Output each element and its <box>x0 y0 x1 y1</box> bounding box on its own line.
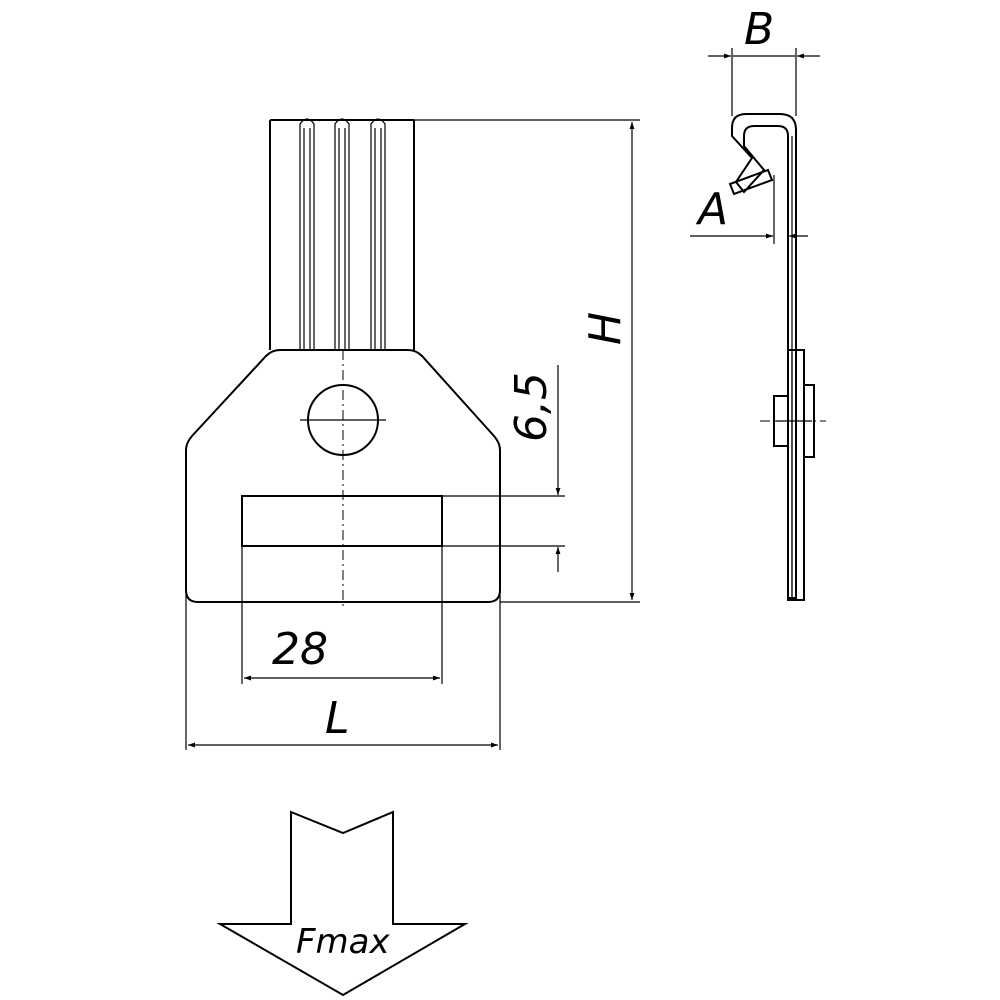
rib-center <box>334 118 350 350</box>
front-view <box>185 118 501 608</box>
dimension-label-slot-width: 28 <box>272 624 328 675</box>
side-view <box>728 113 826 601</box>
dimension-slot-height: 6,5 <box>442 365 565 572</box>
dimension-label-b: B <box>744 4 774 55</box>
upper-strip <box>269 118 415 350</box>
dimension-label-l: L <box>325 693 350 744</box>
dimension-label-slot-height: 6,5 <box>506 372 557 442</box>
dimension-label-h: H <box>580 312 631 345</box>
force-label: Fmax <box>296 922 391 962</box>
dimension-gap: A <box>690 175 808 244</box>
rib-left <box>299 118 315 350</box>
slot <box>241 495 443 547</box>
dimension-height: H <box>414 119 640 603</box>
rib-right <box>370 118 386 350</box>
dimension-length: L <box>185 590 501 750</box>
dimension-label-a: A <box>695 184 728 235</box>
force-arrow: Fmax <box>216 810 469 997</box>
dimension-thickness: B <box>708 4 820 116</box>
dimension-slot-width: 28 <box>241 546 443 684</box>
plate-outline <box>185 349 501 603</box>
